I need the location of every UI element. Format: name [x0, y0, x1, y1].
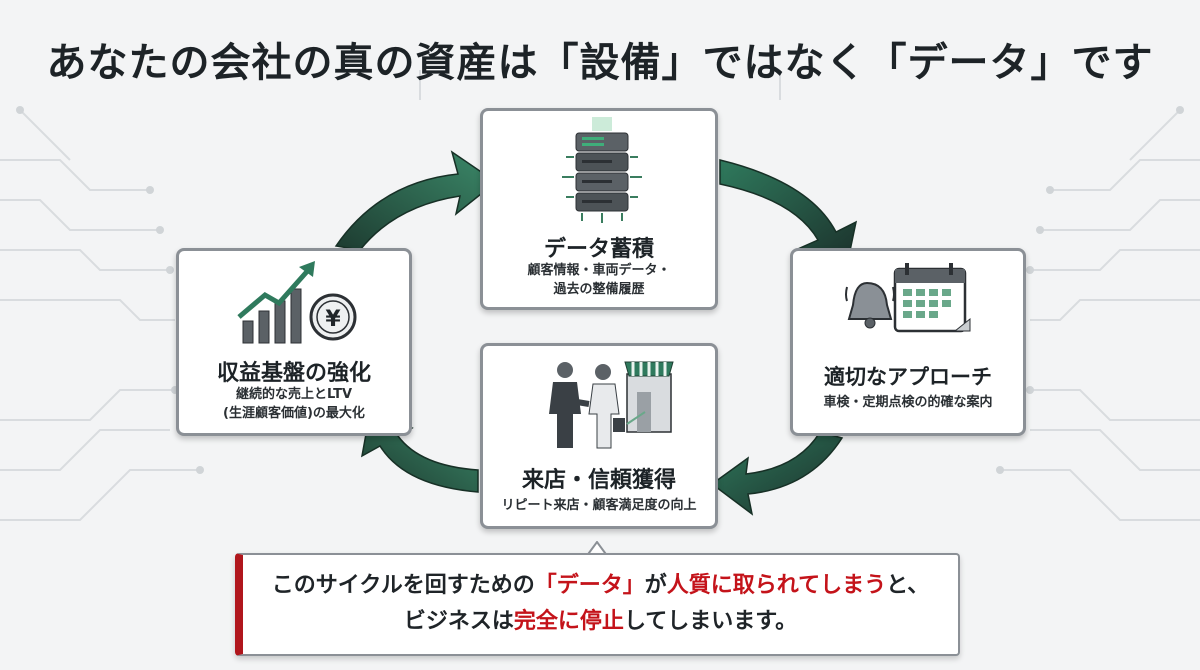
handshake-icon: [549, 361, 674, 449]
card-description: 継続的な売上とLTV (生涯顧客価値)の最大化: [179, 385, 409, 423]
callout-text: してしまいます。: [623, 609, 798, 634]
callout-text: ビジネスは: [403, 609, 514, 634]
yen-symbol: ¥: [325, 307, 341, 332]
card-desc-line-2: (生涯顧客価値)の最大化: [223, 406, 365, 421]
bell-calendar-icon: [845, 263, 971, 333]
callout-highlight: 完全に停止: [513, 609, 624, 634]
callout-line-1: このサイクルを回すための「データ」が人質に取られてしまうと、: [243, 568, 958, 604]
card-description: リピート来店・顧客満足度の向上: [501, 498, 697, 513]
card-data-accumulation: データ蓄積 顧客情報・車両データ・ 過去の整備履歴: [480, 108, 718, 310]
callout-line-2: ビジネスは完全に停止してしまいます。: [243, 604, 958, 640]
callout-highlight: 人質に取られてしまう: [666, 573, 887, 598]
card-desc-line-2: 過去の整備履歴: [553, 282, 645, 297]
card-title: データ蓄積: [543, 237, 654, 262]
server-icon: [562, 117, 642, 223]
card-appropriate-approach: 適切なアプローチ 車検・定期点検の的確な案内: [790, 248, 1026, 436]
warning-callout: このサイクルを回すための「データ」が人質に取られてしまうと、 ビジネスは完全に停…: [235, 553, 960, 656]
callout-highlight: 「データ」: [534, 573, 645, 598]
card-title: 来店・信頼獲得: [521, 468, 676, 493]
growth-chart-icon: ¥: [237, 261, 357, 344]
callout-text: このサイクルを回すための: [271, 573, 535, 598]
callout-text: が: [644, 573, 667, 598]
callout-text: と、: [886, 573, 930, 598]
card-desc-line-1: 継続的な売上とLTV: [235, 387, 353, 402]
card-desc-line-1: 顧客情報・車両データ・: [527, 263, 671, 278]
card-visit-trust: 来店・信頼獲得 リピート来店・顧客満足度の向上: [480, 343, 718, 529]
card-title: 収益基盤の強化: [216, 361, 371, 386]
card-description: 車検・定期点検の的確な案内: [823, 395, 993, 410]
page-title: あなたの会社の真の資産は「設備」ではなく「データ」です: [46, 40, 1154, 86]
card-title: 適切なアプローチ: [824, 365, 992, 389]
card-revenue-base: ¥ 収益基盤の強化 継続的な売上とLTV (生涯顧客価値)の最大化: [176, 248, 412, 436]
card-description: 顧客情報・車両データ・ 過去の整備履歴: [483, 261, 715, 299]
